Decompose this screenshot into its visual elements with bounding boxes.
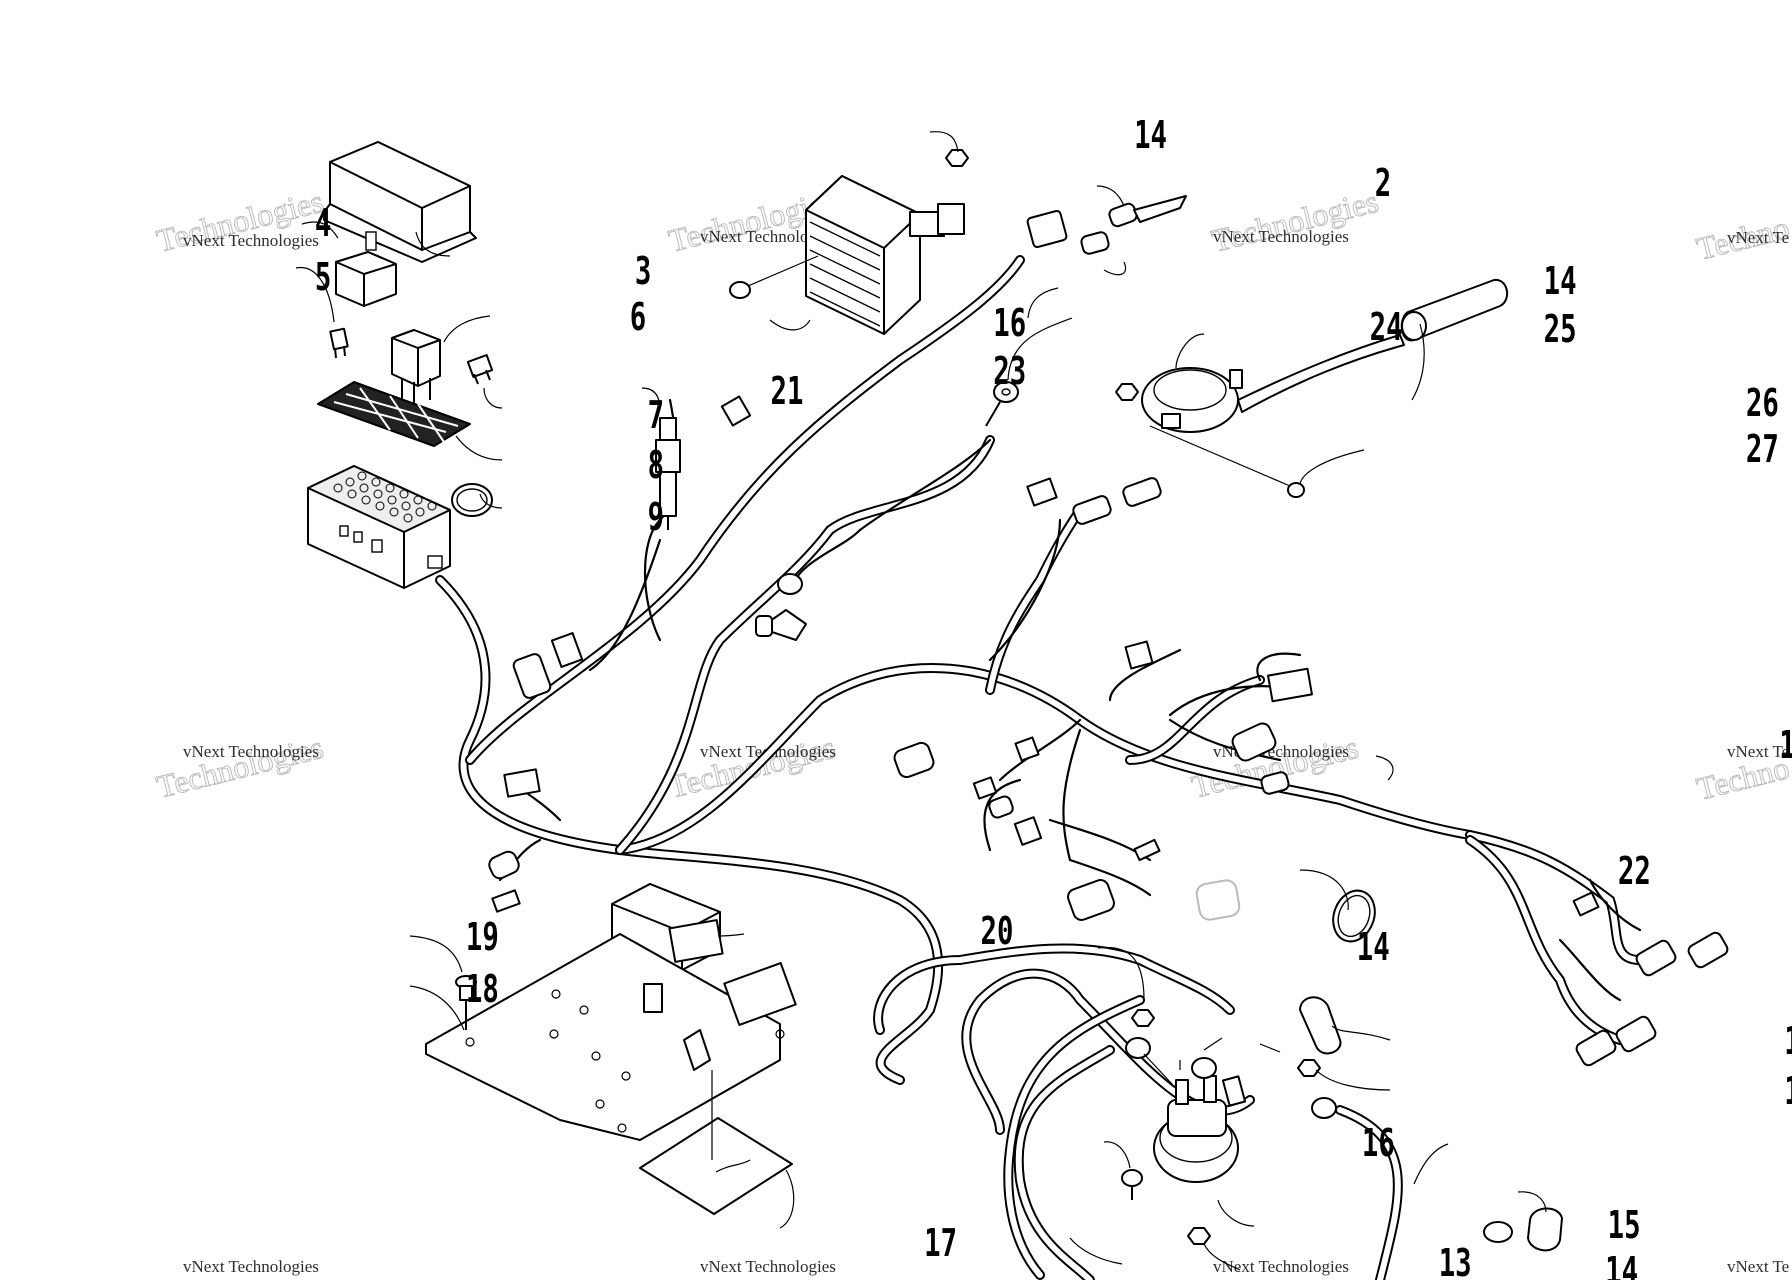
callout-16-bottom: 16 <box>1362 1120 1395 1165</box>
part-14-nut-boot <box>1297 1059 1321 1077</box>
part-3-fuse-box-cover <box>323 141 477 263</box>
part-2-connector <box>1026 195 1187 255</box>
watermark-big: Technologies <box>1208 183 1382 259</box>
callout-18: 18 <box>466 966 499 1011</box>
callout-4: 4 <box>315 200 331 245</box>
part-12-terminal-boot <box>1299 996 1342 1055</box>
harness-clamp <box>755 573 807 641</box>
callout-14-solenoid: 14 <box>1357 924 1390 969</box>
part-14-nut-top <box>945 149 969 167</box>
callout-25: 25 <box>1544 306 1577 351</box>
callout-19: 19 <box>466 914 499 959</box>
callout-27: 27 <box>1746 426 1779 471</box>
part-24-ring-terminal <box>985 381 1019 427</box>
watermark-small: vNext Technologies <box>700 227 836 246</box>
end-connectors <box>1572 891 1729 1067</box>
callout-13: 13 <box>1439 1240 1472 1280</box>
watermark-small: vNext Te <box>1727 1257 1789 1276</box>
watermark-small: vNext Technologies <box>1213 1257 1349 1276</box>
callout-2: 2 <box>1375 160 1391 205</box>
callout-26: 26 <box>1746 380 1779 425</box>
callout-labels: 1 2 3 4 5 6 7 8 9 10 11 12 13 14 15 16 1… <box>315 112 1792 1280</box>
callout-8: 8 <box>648 442 664 487</box>
callout-leaders <box>295 131 1547 1271</box>
branch-connectors <box>893 640 1313 921</box>
callout-17: 17 <box>924 1220 957 1265</box>
part-21-sensor <box>655 417 681 530</box>
part-14-nut-solenoid <box>1131 1009 1211 1245</box>
watermark-big: Technologies <box>153 729 327 805</box>
part-19-push-rivet <box>455 975 477 1030</box>
part-15-solenoid <box>1153 1060 1247 1183</box>
callout-15: 15 <box>1608 1202 1641 1247</box>
fuse-block <box>307 465 451 589</box>
callout-3: 3 <box>635 248 651 293</box>
callout-21: 21 <box>771 368 804 413</box>
switch-connectors <box>1026 477 1162 525</box>
main-harness <box>435 255 1645 1280</box>
part-9-clip <box>451 483 493 517</box>
callout-5: 5 <box>315 254 331 299</box>
callout-9: 9 <box>648 494 664 539</box>
part-25-switch <box>1141 334 1405 433</box>
part-27-screw <box>1149 425 1305 498</box>
part-7-mini-fuse <box>466 354 494 385</box>
callout-7: 7 <box>648 392 664 437</box>
part-16-screw-top <box>729 255 819 299</box>
part-6-micro-relay <box>391 329 441 404</box>
watermark-small: vNext Technologies <box>183 1257 319 1276</box>
watermark-small: vNext Technologies <box>700 1257 836 1276</box>
callout-12: 12 <box>1784 1018 1792 1063</box>
part-23-regulator <box>805 175 965 335</box>
callout-6: 6 <box>630 294 646 339</box>
watermark-small: vNext Technologies <box>183 231 319 250</box>
callout-24: 24 <box>1370 304 1403 349</box>
part-18-mounting-plate <box>425 933 797 1141</box>
callout-14-top: 14 <box>1134 112 1167 157</box>
part-26-grip <box>1400 278 1509 342</box>
callout-14-bottom: 14 <box>1605 1248 1638 1280</box>
watermark-small: vNext Te <box>1727 742 1789 761</box>
callout-14-boot: 14 <box>1784 1068 1792 1113</box>
part-16-screw-solenoid <box>1121 1169 1143 1200</box>
callout-14-switch: 14 <box>1544 258 1577 303</box>
inline-connector <box>512 395 752 699</box>
callout-1: 1 <box>1779 722 1792 767</box>
callout-20: 20 <box>980 908 1013 953</box>
callout-22: 22 <box>1618 848 1651 893</box>
watermark-small: vNext Technologies <box>183 742 319 761</box>
part-17-label <box>639 1070 793 1215</box>
left-connectors <box>488 768 541 913</box>
part-5-blade-fuse <box>329 327 349 359</box>
ring-terminals <box>1125 1037 1337 1119</box>
watermark-small: vNext Technologies <box>1213 227 1349 246</box>
part-11-terminal-boot <box>1483 1207 1563 1252</box>
part-22-clamp <box>1332 889 1376 943</box>
part-4-relay <box>335 251 397 307</box>
callout-16-top: 16 <box>993 300 1026 345</box>
watermark-small: vNext Te <box>1727 228 1789 247</box>
part-8-fuse-label <box>317 381 471 447</box>
part-14-nut-switch <box>1115 383 1139 401</box>
callout-23: 23 <box>993 348 1026 393</box>
